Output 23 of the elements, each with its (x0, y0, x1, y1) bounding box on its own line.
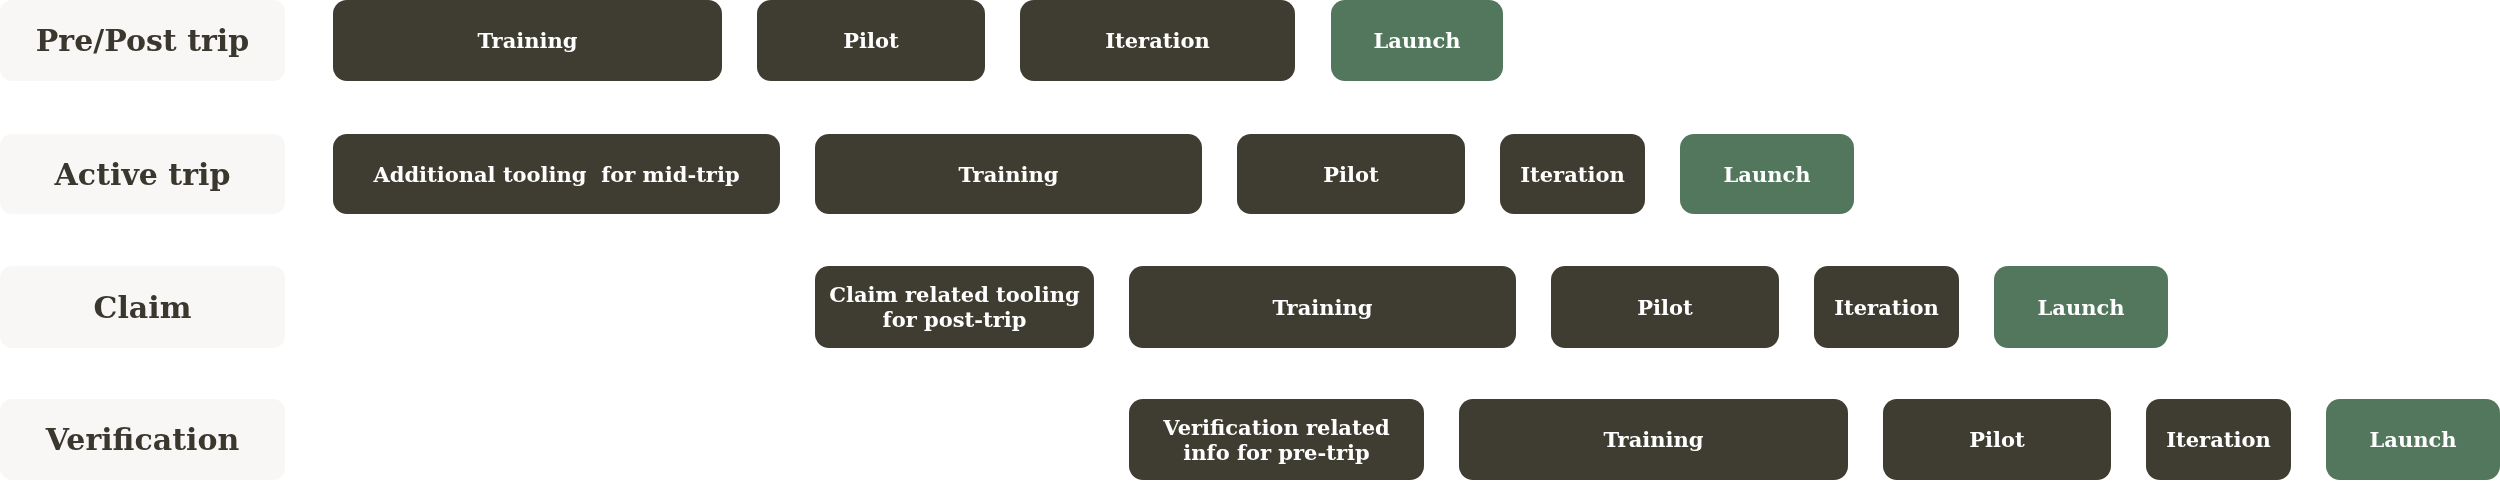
row-label: Verification (0, 399, 285, 480)
task-box: Pilot (1237, 134, 1465, 214)
task-box: Training (1129, 266, 1516, 348)
task-box: Training (815, 134, 1202, 214)
row-label: Pre/Post trip (0, 0, 285, 81)
row-label: Active trip (0, 134, 285, 214)
task-box: Verification related info for pre-trip (1129, 399, 1424, 480)
task-box: Pilot (757, 0, 985, 81)
task-box: Pilot (1883, 399, 2111, 480)
launch-box: Launch (1994, 266, 2168, 348)
task-box: Iteration (1500, 134, 1645, 214)
task-box: Iteration (1020, 0, 1295, 81)
task-box: Additional tooling for mid-trip (333, 134, 780, 214)
task-box: Training (333, 0, 722, 81)
task-box: Training (1459, 399, 1848, 480)
task-box: Iteration (2146, 399, 2291, 480)
task-box: Claim related tooling for post-trip (815, 266, 1094, 348)
launch-box: Launch (1331, 0, 1503, 81)
launch-box: Launch (1680, 134, 1854, 214)
row-label: Claim (0, 266, 285, 348)
launch-box: Launch (2326, 399, 2500, 480)
task-box: Pilot (1551, 266, 1779, 348)
task-box: Iteration (1814, 266, 1959, 348)
